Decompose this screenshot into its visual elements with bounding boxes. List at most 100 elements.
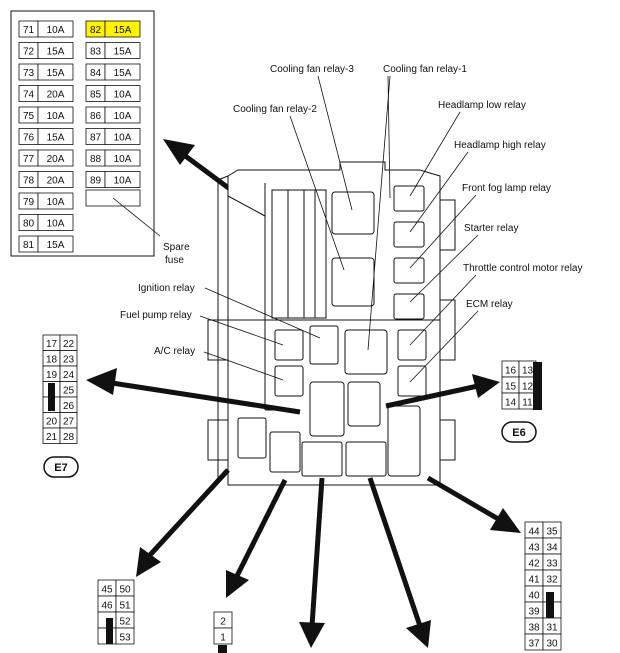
fuse-number: 88 (90, 154, 102, 165)
terminal-number: 44 (528, 527, 540, 538)
label-throttle-control-motor-relay: Throttle control motor relay (463, 263, 583, 274)
terminal-number: 40 (528, 591, 540, 602)
fuse-row: 74 20A (18, 85, 74, 102)
terminal-number: 2 (220, 617, 226, 628)
fuse-amperage: 10A (47, 25, 65, 36)
terminal-number: 1 (220, 633, 226, 644)
fuse-amperage: 15A (114, 25, 132, 36)
fuse-amperage: 20A (47, 154, 65, 165)
fuse-number: 75 (23, 111, 35, 122)
label-headlamp-high-relay: Headlamp high relay (454, 140, 546, 151)
fuse-number: 83 (90, 47, 102, 58)
terminal-number: 26 (63, 401, 75, 412)
fuse-row: 82 15A (85, 20, 141, 38)
label-cooling-fan-relay-2: Cooling fan relay-2 (233, 104, 317, 115)
fuse-number: 85 (90, 90, 102, 101)
fuse-amperage: 10A (47, 111, 65, 122)
terminal-number: 37 (528, 639, 540, 650)
fuse-number: 71 (23, 25, 35, 36)
terminal-number: 27 (63, 417, 75, 428)
terminal-number: 42 (528, 559, 540, 570)
bottom-right-latch-mark (546, 592, 554, 618)
terminal-number: 45 (101, 585, 113, 596)
terminal-number: 38 (528, 623, 540, 634)
relay-labels: Cooling fan relay-3 Cooling fan relay-1 … (120, 64, 583, 357)
fuse-row: 81 15A (18, 235, 74, 253)
fuse-number: 79 (23, 197, 35, 208)
terminal-number: 52 (119, 617, 131, 628)
terminal-number: 17 (46, 339, 58, 350)
fuse-number: 72 (23, 47, 35, 58)
fuse-number: 86 (90, 111, 102, 122)
fuse-amperage: 20A (47, 90, 65, 101)
fuse-amperage: 15A (47, 240, 65, 251)
label-cooling-fan-relay-1: Cooling fan relay-1 (383, 64, 467, 75)
fuse-row: 89 10A (85, 171, 141, 188)
e6-latch-mark (533, 362, 542, 410)
terminal-number: 31 (546, 623, 558, 634)
fuse-row: 71 10A (18, 20, 74, 38)
terminal-number: 39 (528, 607, 540, 618)
terminal-number: 51 (119, 601, 131, 612)
terminal-number: 30 (546, 639, 558, 650)
fuse-amperage: 10A (114, 154, 132, 165)
fuse-amperage: 15A (47, 47, 65, 58)
fuse-amperage: 10A (47, 197, 65, 208)
fuse-row: 84 15A (85, 63, 141, 81)
fuse-number: 89 (90, 176, 102, 187)
label-ignition-relay: Ignition relay (138, 283, 195, 294)
fuse-amperage: 10A (114, 90, 132, 101)
spare-label-line2: fuse (165, 255, 184, 266)
terminal-number: 20 (46, 417, 58, 428)
spare-label-line1: Spare (163, 242, 190, 253)
fuse-number: 76 (23, 133, 35, 144)
fuse-number: 82 (90, 25, 102, 36)
terminal-number: 28 (63, 432, 75, 443)
fuse-row: 72 15A (18, 42, 74, 59)
terminal-number: 41 (528, 575, 540, 586)
fuse-number: 78 (23, 176, 35, 187)
terminal-number: 35 (546, 527, 558, 538)
bottom-left-latch-mark (106, 618, 113, 644)
label-headlamp-low-relay: Headlamp low relay (438, 100, 526, 111)
terminal-number: 12 (522, 382, 534, 393)
fuse-row: 75 10A (18, 106, 74, 124)
terminal-number: 19 (46, 370, 58, 381)
terminal-number: 32 (546, 575, 558, 586)
label-ac-relay: A/C relay (154, 346, 195, 357)
fuse-amperage: 15A (47, 68, 65, 79)
terminal-number: 21 (46, 432, 58, 443)
label-fuel-pump-relay: Fuel pump relay (120, 310, 192, 321)
fuse-number: 74 (23, 90, 35, 101)
e7-latch-mark (48, 383, 55, 411)
fuse-row: 77 20A (18, 149, 74, 167)
terminal-number: 16 (505, 366, 517, 377)
terminal-number: 11 (522, 398, 533, 409)
fuse-number: 81 (23, 240, 35, 251)
fuse-amperage: 10A (114, 176, 132, 187)
fuse-row: 79 10A (18, 192, 74, 210)
fuse-amperage: 15A (47, 133, 65, 144)
label-cooling-fan-relay-3: Cooling fan relay-3 (270, 64, 354, 75)
fuse-number: 84 (90, 68, 102, 79)
terminal-number: 24 (63, 370, 75, 381)
terminal-number: 14 (505, 398, 517, 409)
fuse-amperage: 15A (114, 68, 132, 79)
terminal-number: 23 (63, 355, 75, 366)
fuse-number: 77 (23, 154, 35, 165)
fuse-amperage: 10A (114, 133, 132, 144)
fuse-number: 80 (23, 219, 35, 230)
terminal-number: 13 (522, 366, 534, 377)
connector-bottom-small: 21 (213, 478, 288, 653)
terminal-number: 15 (505, 382, 517, 393)
